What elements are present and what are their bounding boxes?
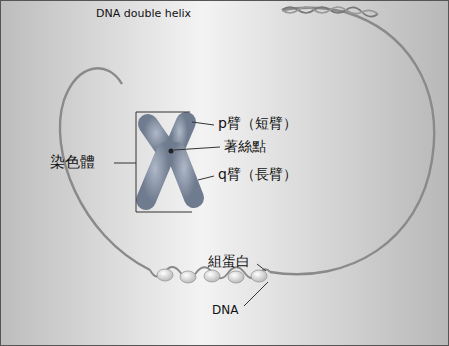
part-label: q臂（長臂）	[218, 167, 297, 182]
figure-title: DNA double helix	[96, 8, 191, 20]
part-label: DNA	[212, 304, 238, 317]
centromere-dot	[169, 149, 174, 154]
double-helix	[282, 7, 378, 17]
leader-lines	[174, 122, 268, 306]
chromosome	[146, 122, 194, 200]
bracket	[114, 112, 192, 212]
part-label: 著絲點	[224, 139, 266, 154]
part-label: 染色體	[50, 154, 95, 171]
histone-beads	[150, 267, 270, 283]
double-helix	[282, 7, 378, 14]
dna-strand	[270, 8, 434, 275]
part-label: 組蛋白	[208, 254, 250, 269]
part-label: p臂（短臂）	[218, 116, 297, 131]
